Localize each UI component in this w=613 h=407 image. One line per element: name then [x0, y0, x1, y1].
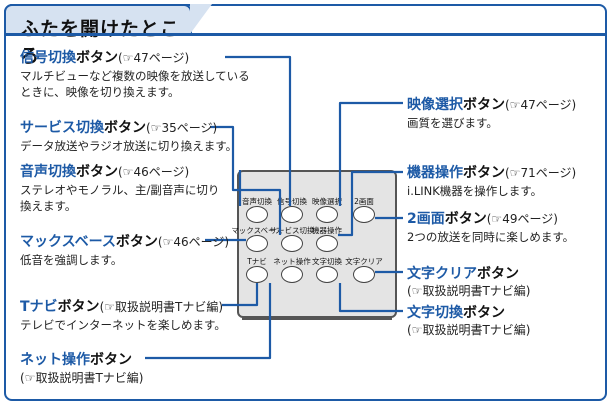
- remote-label-tnavi: Tナビ: [247, 257, 267, 266]
- callout-service-desc1: データ放送やラジオ放送に切り換えます。: [20, 139, 238, 154]
- callout-service-ref[interactable]: (☞35ページ): [146, 121, 218, 135]
- callout-tnavi-name: Tナビ: [20, 299, 58, 315]
- remote-label-shingou: 信号切換: [277, 197, 307, 206]
- remote-label-mojikiri: 文字切換: [312, 257, 342, 266]
- callout-eizou-desc1: 画質を選びます。: [407, 116, 498, 131]
- remote-button-shingou[interactable]: [281, 206, 303, 223]
- callout-massbass: マックスベースボタン(☞46ページ) 低音を強調します。: [20, 232, 229, 268]
- callout-massbass-ref[interactable]: (☞46ページ): [157, 235, 230, 249]
- callout-shingou-desc2: ときに、映像を切り換えます。: [20, 85, 180, 100]
- callout-onsei: 音声切換ボタン(☞46ページ) ステレオやモノラル、主/副音声に切り 換えます。: [20, 162, 219, 215]
- remote-button-massbass[interactable]: [246, 235, 268, 252]
- callout-kiki-name: 機器操作: [407, 165, 463, 181]
- callout-nigamen: 2画面ボタン(☞49ページ) 2つの放送を同時に楽しめます。: [407, 209, 574, 245]
- callout-onsei-desc2: 換えます。: [20, 199, 77, 214]
- callout-tnavi-suffix: ボタン: [57, 299, 100, 315]
- callout-massbass-suffix: ボタン: [115, 234, 158, 250]
- callout-mojiclear: 文字クリアボタン (☞取扱説明書Tナビ編): [407, 264, 530, 299]
- callout-onsei-ref[interactable]: (☞46ページ): [118, 165, 190, 179]
- remote-button-eizou[interactable]: [316, 206, 338, 223]
- callout-nigamen-name: 2画面: [407, 211, 445, 227]
- callout-shingou-name: 信号切換: [20, 50, 76, 66]
- callout-eizou-name: 映像選択: [407, 97, 463, 113]
- callout-shingou-suffix: ボタン: [76, 50, 118, 66]
- callout-nigamen-ref[interactable]: (☞49ページ): [486, 212, 558, 226]
- title-tab: ふたを開けたところ: [4, 4, 212, 67]
- callout-mojiclear-ref[interactable]: (☞取扱説明書Tナビ編): [407, 284, 531, 299]
- callout-tnavi: Tナビボタン(☞取扱説明書Tナビ編) テレビでインターネットを楽しめます。: [20, 297, 226, 333]
- callout-nigamen-desc1: 2つの放送を同時に楽しめます。: [407, 230, 575, 245]
- callout-shingou: 信号切換ボタン(☞47ページ) マルチビューなど複数の映像を放送している ときに…: [20, 48, 250, 101]
- remote-label-mojiclear: 文字クリア: [345, 257, 383, 266]
- remote-button-tnavi[interactable]: [246, 266, 268, 283]
- remote-button-service[interactable]: [281, 235, 303, 252]
- callout-mojikiri-name: 文字切換: [407, 305, 463, 321]
- callout-net-name: ネット操作: [20, 352, 90, 368]
- callout-service-name: サービス切換: [20, 120, 104, 136]
- remote-button-net[interactable]: [281, 266, 303, 283]
- remote-label-net: ネット操作: [273, 257, 311, 266]
- callout-nigamen-suffix: ボタン: [444, 211, 487, 227]
- remote-button-onsei[interactable]: [246, 206, 268, 223]
- callout-onsei-name: 音声切換: [20, 164, 76, 180]
- remote-button-kiki[interactable]: [316, 235, 338, 252]
- callout-mojikiri: 文字切換ボタン (☞取扱説明書Tナビ編): [407, 303, 530, 338]
- callout-massbass-name: マックスベース: [20, 234, 116, 250]
- callout-kiki-ref[interactable]: (☞71ページ): [505, 166, 577, 180]
- callout-net-ref[interactable]: (☞取扱説明書Tナビ編): [20, 371, 144, 386]
- remote-label-service: サービス切換: [269, 226, 315, 235]
- callout-tnavi-desc1: テレビでインターネットを楽しめます。: [20, 318, 226, 333]
- callout-massbass-desc1: 低音を強調します。: [20, 253, 123, 268]
- callout-shingou-desc1: マルチビューなど複数の映像を放送している: [20, 69, 250, 84]
- remote-label-kiki: 機器操作: [312, 226, 342, 235]
- callout-eizou: 映像選択ボタン(☞47ページ) 画質を選びます。: [407, 95, 576, 131]
- callout-net: ネット操作ボタン (☞取扱説明書Tナビ編): [20, 350, 143, 386]
- callout-mojikiri-suffix: ボタン: [463, 305, 505, 321]
- remote-label-eizou: 映像選択: [312, 197, 342, 206]
- callout-service-suffix: ボタン: [104, 120, 146, 136]
- remote-button-mojikiri[interactable]: [316, 266, 338, 283]
- callout-mojiclear-name: 文字クリア: [407, 266, 477, 282]
- callout-eizou-suffix: ボタン: [463, 97, 505, 113]
- callout-mojiclear-suffix: ボタン: [477, 266, 519, 282]
- title-underline: [4, 33, 607, 36]
- remote-button-mojiclear[interactable]: [353, 266, 375, 283]
- callout-kiki: 機器操作ボタン(☞71ページ) i.LINK機器を操作します。: [407, 163, 576, 199]
- callout-service: サービス切換ボタン(☞35ページ) データ放送やラジオ放送に切り換えます。: [20, 118, 237, 154]
- callout-net-suffix: ボタン: [90, 352, 132, 368]
- callout-onsei-desc1: ステレオやモノラル、主/副音声に切り: [20, 183, 220, 198]
- callout-kiki-desc1: i.LINK機器を操作します。: [407, 184, 543, 199]
- callout-mojikiri-ref[interactable]: (☞取扱説明書Tナビ編): [407, 323, 531, 338]
- callout-eizou-ref[interactable]: (☞47ページ): [505, 98, 577, 112]
- callout-onsei-suffix: ボタン: [76, 164, 118, 180]
- callout-tnavi-ref[interactable]: (☞取扱説明書Tナビ編): [99, 300, 224, 314]
- callout-kiki-suffix: ボタン: [463, 165, 505, 181]
- callout-shingou-ref[interactable]: (☞47ページ): [118, 51, 190, 65]
- remote-button-nigamen[interactable]: [353, 206, 375, 223]
